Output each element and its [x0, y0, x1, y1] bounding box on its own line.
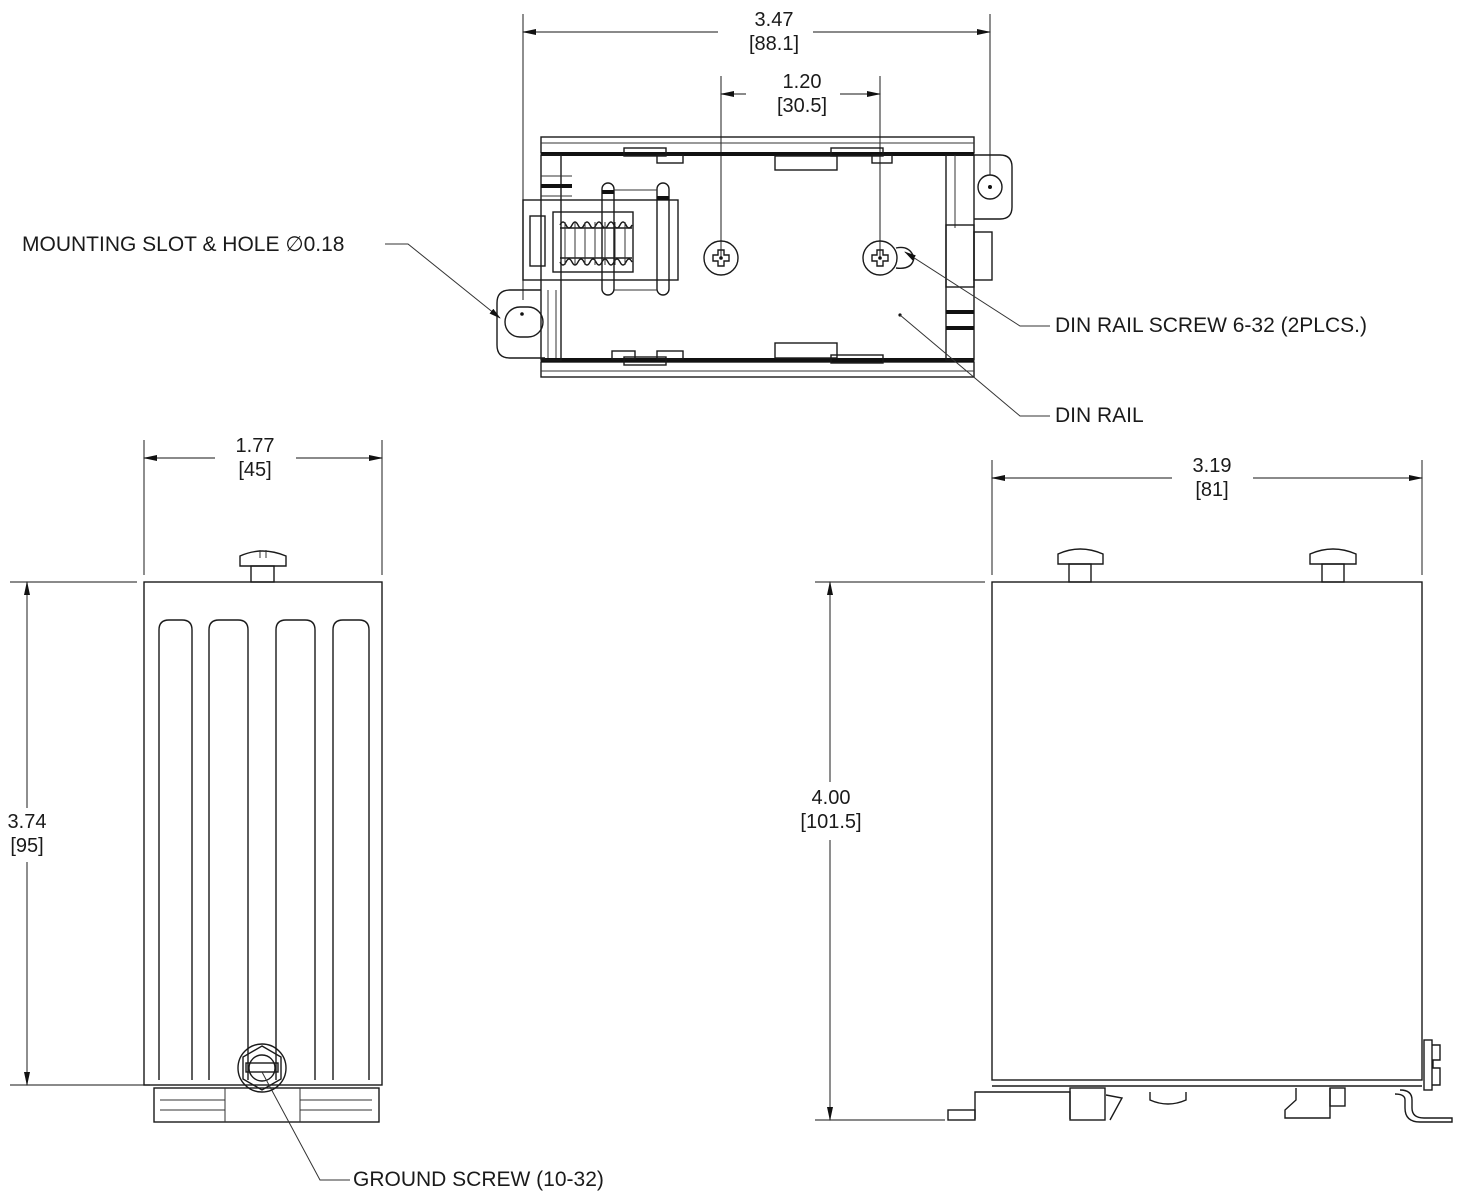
- dim-front-width: 1.77 [45]: [215, 434, 295, 482]
- dim-mm: [30.5]: [776, 95, 828, 117]
- dim-inch: 1.77: [235, 435, 275, 457]
- dim-mm: [101.5]: [800, 811, 862, 833]
- dim-inch: 3.19: [1192, 455, 1232, 477]
- top-view: [385, 14, 1050, 417]
- dim-top-screw-spacing: 1.20 [30.5]: [762, 70, 842, 118]
- front-view: [10, 440, 383, 1181]
- dim-side-height: 4.00 [101.5]: [788, 786, 874, 834]
- callout-din-rail: DIN RAIL: [1055, 404, 1144, 427]
- dim-mm: [81]: [1195, 479, 1229, 501]
- dim-inch: 1.20: [782, 71, 822, 93]
- side-view: [815, 460, 1453, 1123]
- dim-mm: [45]: [238, 459, 272, 481]
- dim-mm: [95]: [10, 835, 44, 857]
- dim-side-width: 3.19 [81]: [1172, 454, 1252, 502]
- dim-inch: 4.00: [811, 787, 851, 809]
- callout-din-rail-screw: DIN RAIL SCREW 6-32 (2PLCS.): [1055, 314, 1367, 337]
- dim-front-height: 3.74 [95]: [0, 810, 54, 858]
- dim-top-overall: 3.47 [88.1]: [734, 8, 814, 56]
- callout-ground-screw: GROUND SCREW (10-32): [353, 1168, 604, 1191]
- dim-inch: 3.47: [754, 9, 794, 31]
- dim-mm: [88.1]: [748, 33, 800, 55]
- callout-mounting-slot: MOUNTING SLOT & HOLE ∅0.18: [22, 233, 345, 256]
- dim-inch: 3.74: [7, 811, 47, 833]
